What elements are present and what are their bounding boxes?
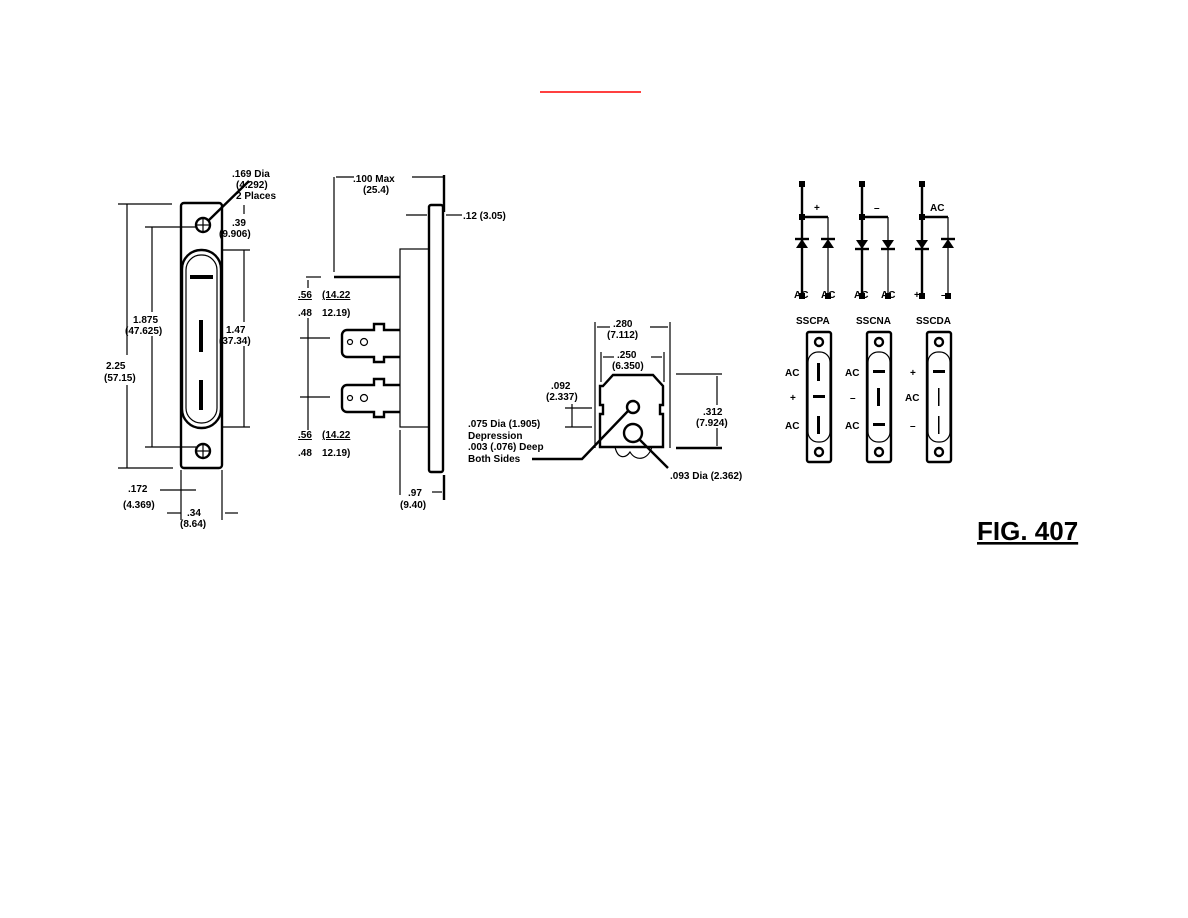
terminal-node	[945, 293, 951, 299]
pin-label: AC	[785, 368, 799, 379]
terminal-node	[859, 181, 865, 187]
terminal-node	[799, 181, 805, 187]
schematic-bottom-right: AC	[821, 290, 835, 301]
max-height-label: .100 Max	[353, 174, 395, 185]
overall-length-label: 2.25	[106, 361, 126, 372]
schematic-top-label: +	[814, 203, 820, 214]
terminal-node	[799, 214, 805, 220]
notch-label: .092	[551, 381, 571, 392]
schematic-sscpa: + AC AC SSCPA AC + AC	[785, 181, 835, 464]
diode-icon	[916, 240, 928, 249]
overall-length-mm-label: (57.15)	[104, 373, 136, 384]
schematic-bottom-left: AC	[794, 290, 808, 301]
terminal-node	[919, 293, 925, 299]
max-height-mm-label: (25.4)	[363, 185, 389, 196]
height-label: .312	[703, 407, 723, 418]
pin-label: –	[910, 421, 916, 432]
hole-offset-mm-label: (9.906)	[219, 229, 251, 240]
schematic-bottom-left: +	[914, 290, 920, 301]
depression-line-2: Depression	[468, 431, 522, 442]
pin-label: –	[850, 393, 856, 404]
figure-label: FIG. 407	[977, 516, 1078, 546]
term2-a-mm-label: (14.22	[322, 430, 351, 441]
terminal-node	[859, 293, 865, 299]
term1-b-label: .48	[298, 308, 312, 319]
terminal-node	[919, 181, 925, 187]
window-length-label: 1.47	[226, 325, 246, 336]
term2-b-label: .48	[298, 448, 312, 459]
terminal-node	[799, 293, 805, 299]
schematics: + AC AC SSCPA AC + AC – AC AC SSCNA AC – AC AC + – SSCDA +…	[785, 181, 955, 464]
term1-a-mm-label: (14.22	[322, 290, 351, 301]
term1-b-mm-label: 12.19)	[322, 308, 350, 319]
schematic-bottom-right: AC	[881, 290, 895, 301]
model-label: SSCNA	[856, 316, 891, 327]
schematic-bottom-right: –	[941, 290, 947, 301]
pin-label: AC	[785, 421, 799, 432]
schematic-sscda: AC + – SSCDA + AC –	[905, 181, 955, 464]
outer-width-mm-label: (7.112)	[607, 330, 638, 341]
schematic-bottom-left: AC	[854, 290, 868, 301]
pin-label: AC	[905, 393, 919, 404]
depression-line-4: Both Sides	[468, 454, 521, 465]
pin-label: +	[790, 393, 796, 404]
hole-places-label: 2 Places	[236, 191, 276, 202]
hole-spacing-mm-label: (47.625)	[125, 326, 162, 337]
terminal-node	[919, 214, 925, 220]
term1-a-label: .56	[298, 290, 312, 301]
height-mm-label: (7.924)	[696, 418, 728, 429]
inner-width-label: .250	[617, 350, 637, 361]
diode-icon	[822, 239, 834, 248]
notch-mm-label: (2.337)	[546, 392, 578, 403]
hole-dia-label: .169 Dia	[232, 169, 270, 180]
hole-dia-mm-label: (4.292)	[236, 180, 268, 191]
model-label: SSCPA	[796, 316, 830, 327]
term2-a-label: .56	[298, 430, 312, 441]
terminal-node	[885, 293, 891, 299]
schematic-top-label: –	[874, 203, 880, 214]
diode-icon	[942, 239, 954, 248]
terminal-node	[825, 293, 831, 299]
term2-b-mm-label: 12.19)	[322, 448, 350, 459]
hole-offset-label: .39	[232, 218, 246, 229]
outer-width-label: .280	[613, 319, 633, 330]
pin-label: AC	[845, 368, 859, 379]
schematic-sscna: – AC AC SSCNA AC – AC	[845, 181, 895, 464]
side-view: .100 Max (25.4) .12 (3.05) .56 (14.22 .4…	[298, 174, 506, 511]
window-length-mm-label: (37.34)	[219, 336, 251, 347]
pin-label: +	[910, 368, 916, 379]
hole-dia-label: .093 Dia (2.362)	[670, 471, 742, 482]
width-mm-label: (8.64)	[180, 519, 206, 530]
depth-label: .97	[408, 488, 422, 499]
terminal-view: .280 (7.112) .250 (6.350) .092 (2.337) .…	[468, 319, 742, 482]
width-label: .34	[187, 508, 201, 519]
terminal-node	[859, 214, 865, 220]
diode-icon	[882, 240, 894, 249]
schematic-top-label: AC	[930, 203, 944, 214]
depth-mm-label: (9.40)	[400, 500, 426, 511]
front-view: .169 Dia (4.292) 2 Places .39 (9.906) 1.…	[104, 169, 276, 530]
model-label: SSCDA	[916, 316, 951, 327]
hole-inset-label: .172	[128, 484, 148, 495]
hole-inset-mm-label: (4.369)	[123, 500, 155, 511]
plate-thickness-label: .12 (3.05)	[463, 211, 506, 222]
depression-line-1: .075 Dia (1.905)	[468, 419, 540, 430]
depression-line-3: .003 (.076) Deep	[468, 442, 544, 453]
hole-spacing-label: 1.875	[133, 315, 158, 326]
diode-icon	[796, 239, 808, 248]
inner-width-mm-label: (6.350)	[612, 361, 644, 372]
diode-icon	[856, 240, 868, 249]
pin-label: AC	[845, 421, 859, 432]
